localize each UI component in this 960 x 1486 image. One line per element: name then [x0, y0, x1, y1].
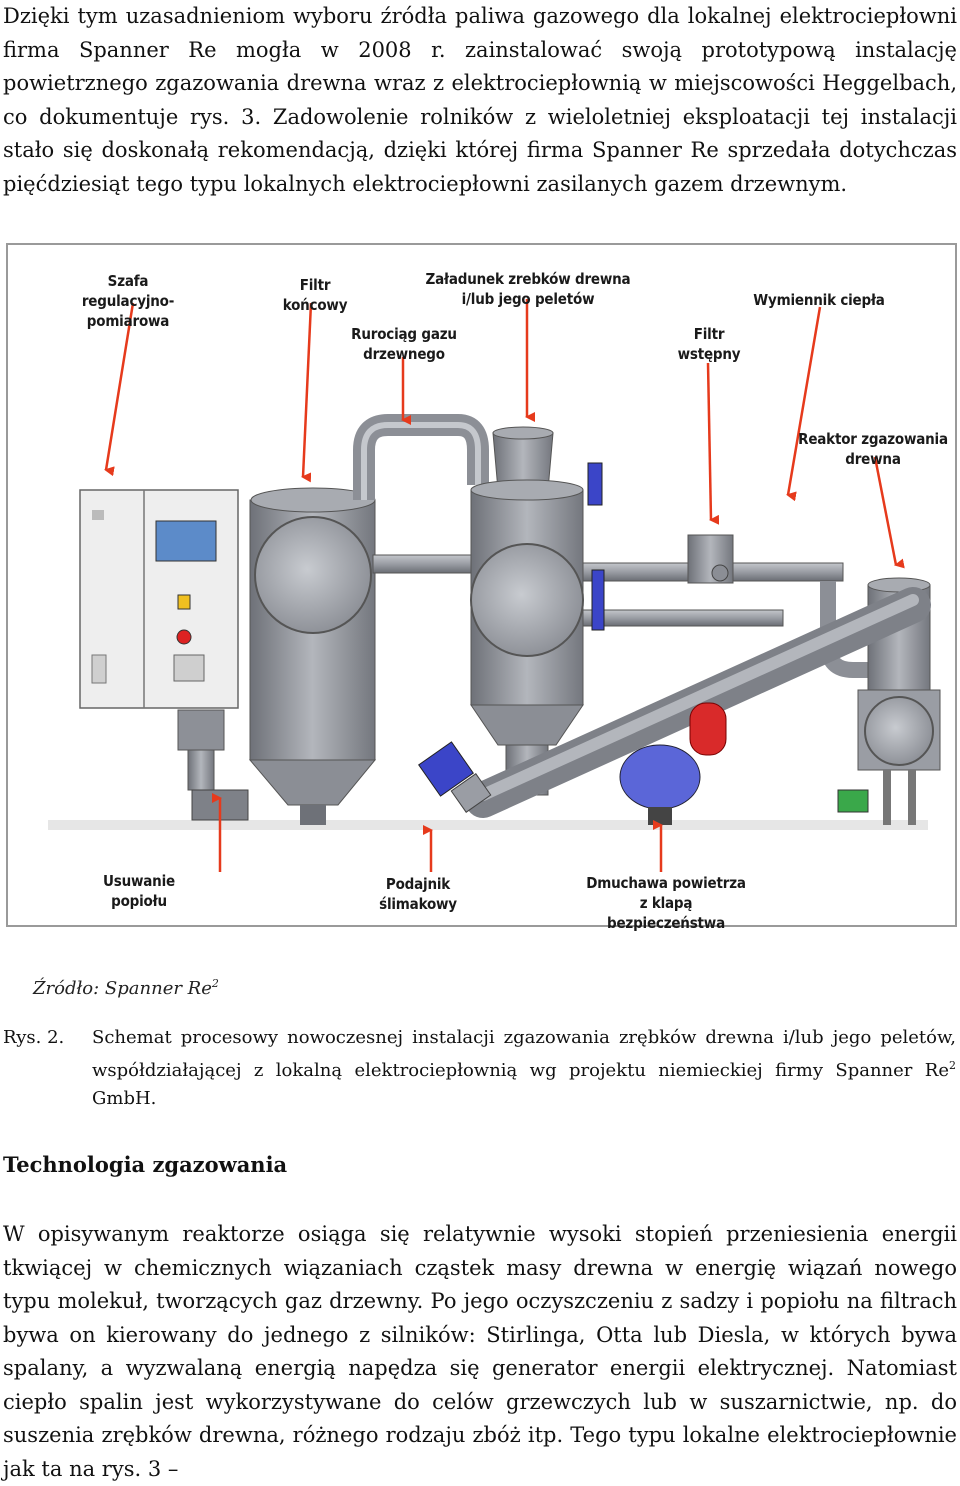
intro-paragraph: Dzięki tym uzasadnieniom wyboru źródła p…	[3, 4, 957, 196]
final-filter-vessel	[248, 487, 377, 825]
label-usuwanie: Usuwanie popiołu	[103, 872, 175, 910]
screw-conveyor	[465, 587, 931, 818]
arrow-reaktor	[873, 456, 905, 569]
control-cabinet	[79, 489, 239, 791]
caption-text-end: GmbH.	[92, 1088, 157, 1109]
label-arrows	[104, 299, 905, 872]
label-zaladunek: Załadunek zrebków drewna i/lub jego pele…	[425, 270, 631, 308]
label-szafa: Szafa regulacyjno-pomiarowa	[81, 272, 175, 330]
process-diagram-figure: Szafa regulacyjno-pomiarowa Filtr końcow…	[6, 243, 957, 932]
gas-pipeline	[353, 414, 868, 678]
arrow-szafa	[104, 302, 135, 477]
label-wymiennik: Wymiennik ciepła	[753, 291, 885, 309]
caption-text-main: Schemat procesowy nowoczesnej instalacji…	[92, 1027, 956, 1081]
arrow-filtr-koncowy	[301, 302, 313, 483]
source-text: Źródło: Spanner Re	[33, 978, 212, 999]
label-podajnik: Podajnik ślimakowy	[379, 875, 457, 913]
body-paragraph: W opisywanym reaktorze osiąga się relaty…	[3, 1222, 957, 1481]
section-heading: Technologia zgazowania	[3, 1152, 288, 1177]
heat-exchanger	[687, 534, 734, 584]
label-rurociag: Rurociąg gazu drzewnego	[351, 325, 457, 363]
fuel-hopper	[492, 426, 605, 631]
label-filtr-wstepny: Filtr wstępny	[677, 325, 741, 363]
air-blower	[619, 744, 701, 825]
feeder-motor	[418, 741, 492, 813]
label-dmuchawa: Dmuchawa powietrza z klapą bezpieczeństw…	[586, 874, 746, 932]
figure-caption: Schemat procesowy nowoczesnej instalacji…	[92, 1024, 956, 1113]
pressure-tank	[689, 702, 727, 756]
pre-filter-vessel	[470, 479, 584, 796]
label-reaktor: Reaktor zgazowania drewna	[798, 430, 948, 468]
arrow-wymiennik	[786, 306, 822, 502]
caption-superscript: 2	[949, 1059, 956, 1072]
arrow-filtr-wstepny	[706, 362, 720, 525]
process-diagram-illustration	[48, 299, 941, 872]
label-filtr-koncowy: Filtr końcowy	[282, 276, 348, 314]
figure-source: Źródło: Spanner Re2	[33, 977, 219, 999]
source-superscript: 2	[211, 977, 219, 990]
caption-number: Rys. 2.	[3, 1027, 65, 1048]
